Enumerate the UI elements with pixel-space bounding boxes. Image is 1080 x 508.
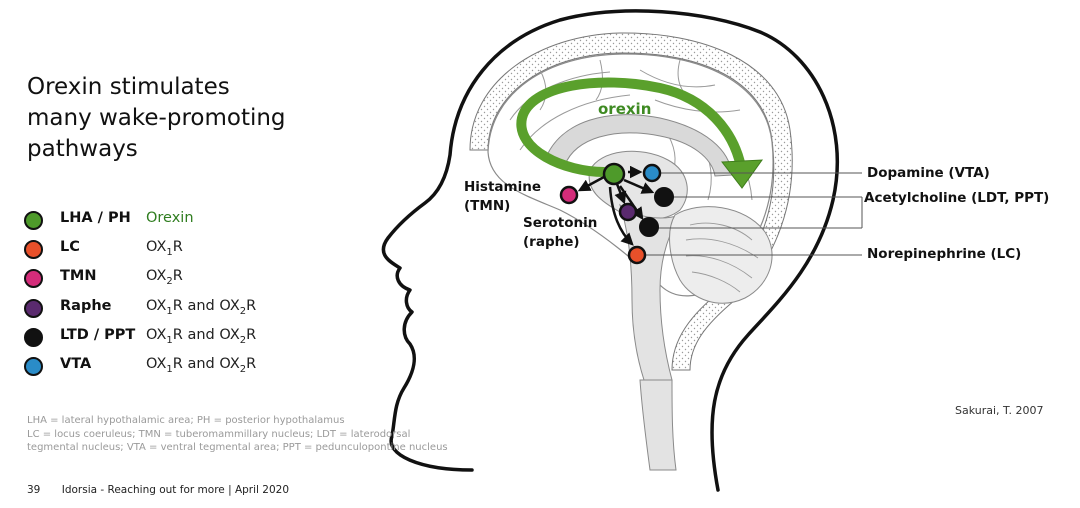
dopamine-label: Dopamine (VTA)	[867, 165, 990, 181]
legend-row-lha: LHA / PH Orexin	[24, 208, 304, 234]
abbreviation-footnote: LHA = lateral hypothalamic area; PH = po…	[27, 414, 487, 455]
citation: Sakurai, T. 2007	[955, 404, 1044, 417]
slide-footer: 39 Idorsia - Reaching out for more | Apr…	[27, 484, 289, 496]
cerebellum-folia	[685, 222, 759, 293]
footnote-line: LHA = lateral hypothalamic area; PH = po…	[27, 415, 345, 426]
legend-receptor: OX1R and OX2R	[146, 298, 257, 317]
acetylcholine-label: Acetylcholine (LDT, PPT)	[864, 190, 1049, 206]
legend-receptor: OX2R	[146, 268, 183, 287]
legend-abbr: LTD / PPT	[60, 327, 136, 343]
orexin-arrowhead-icon	[721, 159, 764, 189]
footnote-line: LC = locus coeruleus; TMN = tuberomammil…	[27, 428, 411, 440]
legend-row-ltd-ppt: LTD / PPT OX1R and OX2R	[24, 325, 304, 351]
legend-row-lc: LC OX1R	[24, 237, 304, 263]
legend-abbr: VTA	[60, 356, 92, 372]
ppt-node	[639, 217, 659, 237]
head-outline	[381, 9, 839, 492]
skull-band	[469, 32, 793, 371]
histamine-sub-label: (TMN)	[464, 198, 510, 214]
title-line-1: Orexin stimulates	[27, 74, 230, 100]
projection-arrows	[577, 165, 655, 246]
raphe-node	[618, 202, 638, 222]
tmn-node	[559, 185, 579, 205]
vta-node	[642, 163, 662, 183]
page-number: 39	[27, 484, 41, 496]
legend-abbr: LC	[60, 239, 80, 255]
slide-title: Orexin stimulates many wake-promoting pa…	[27, 72, 347, 165]
orexin-label: orexin	[598, 100, 651, 118]
vta-dot-icon	[24, 357, 43, 376]
ltd-ppt-dot-icon	[24, 328, 43, 347]
raphe-dot-icon	[24, 299, 43, 318]
title-line-3: pathways	[27, 136, 138, 162]
ldt-node	[654, 187, 674, 207]
lc-dot-icon	[24, 240, 43, 259]
serotonin-label: Serotonin	[523, 215, 597, 231]
norepinephrine-label: Norepinephrine (LC)	[867, 246, 1021, 262]
footnote-line: tegmental nucleus; VTA = ventral tegment…	[27, 442, 448, 453]
legend-abbr: LHA / PH	[60, 210, 131, 226]
legend-row-tmn: TMN OX2R	[24, 266, 304, 292]
footer-text: Idorsia - Reaching out for more | April …	[61, 484, 290, 496]
histamine-label: Histamine	[464, 179, 541, 195]
legend-receptor: OX1R and OX2R	[146, 327, 257, 346]
legend-receptor: OX1R	[146, 239, 183, 258]
lha-dot-icon	[24, 211, 43, 230]
title-line-2: many wake-promoting	[27, 105, 286, 131]
leader-lines	[645, 172, 863, 256]
lc-node	[627, 245, 647, 265]
legend-receptor: Orexin	[146, 210, 194, 226]
legend-abbr: TMN	[60, 268, 97, 284]
spinal-cord	[639, 379, 677, 471]
serotonin-sub-label: (raphe)	[523, 234, 580, 250]
legend-abbr: Raphe	[60, 298, 112, 314]
tmn-dot-icon	[24, 269, 43, 288]
legend-row-raphe: Raphe OX1R and OX2R	[24, 296, 304, 322]
orexin-pathway-arrow	[516, 77, 747, 177]
lha-ph-node	[602, 162, 626, 186]
legend-row-vta: VTA OX1R and OX2R	[24, 354, 304, 380]
legend-receptor: OX1R and OX2R	[146, 356, 257, 375]
